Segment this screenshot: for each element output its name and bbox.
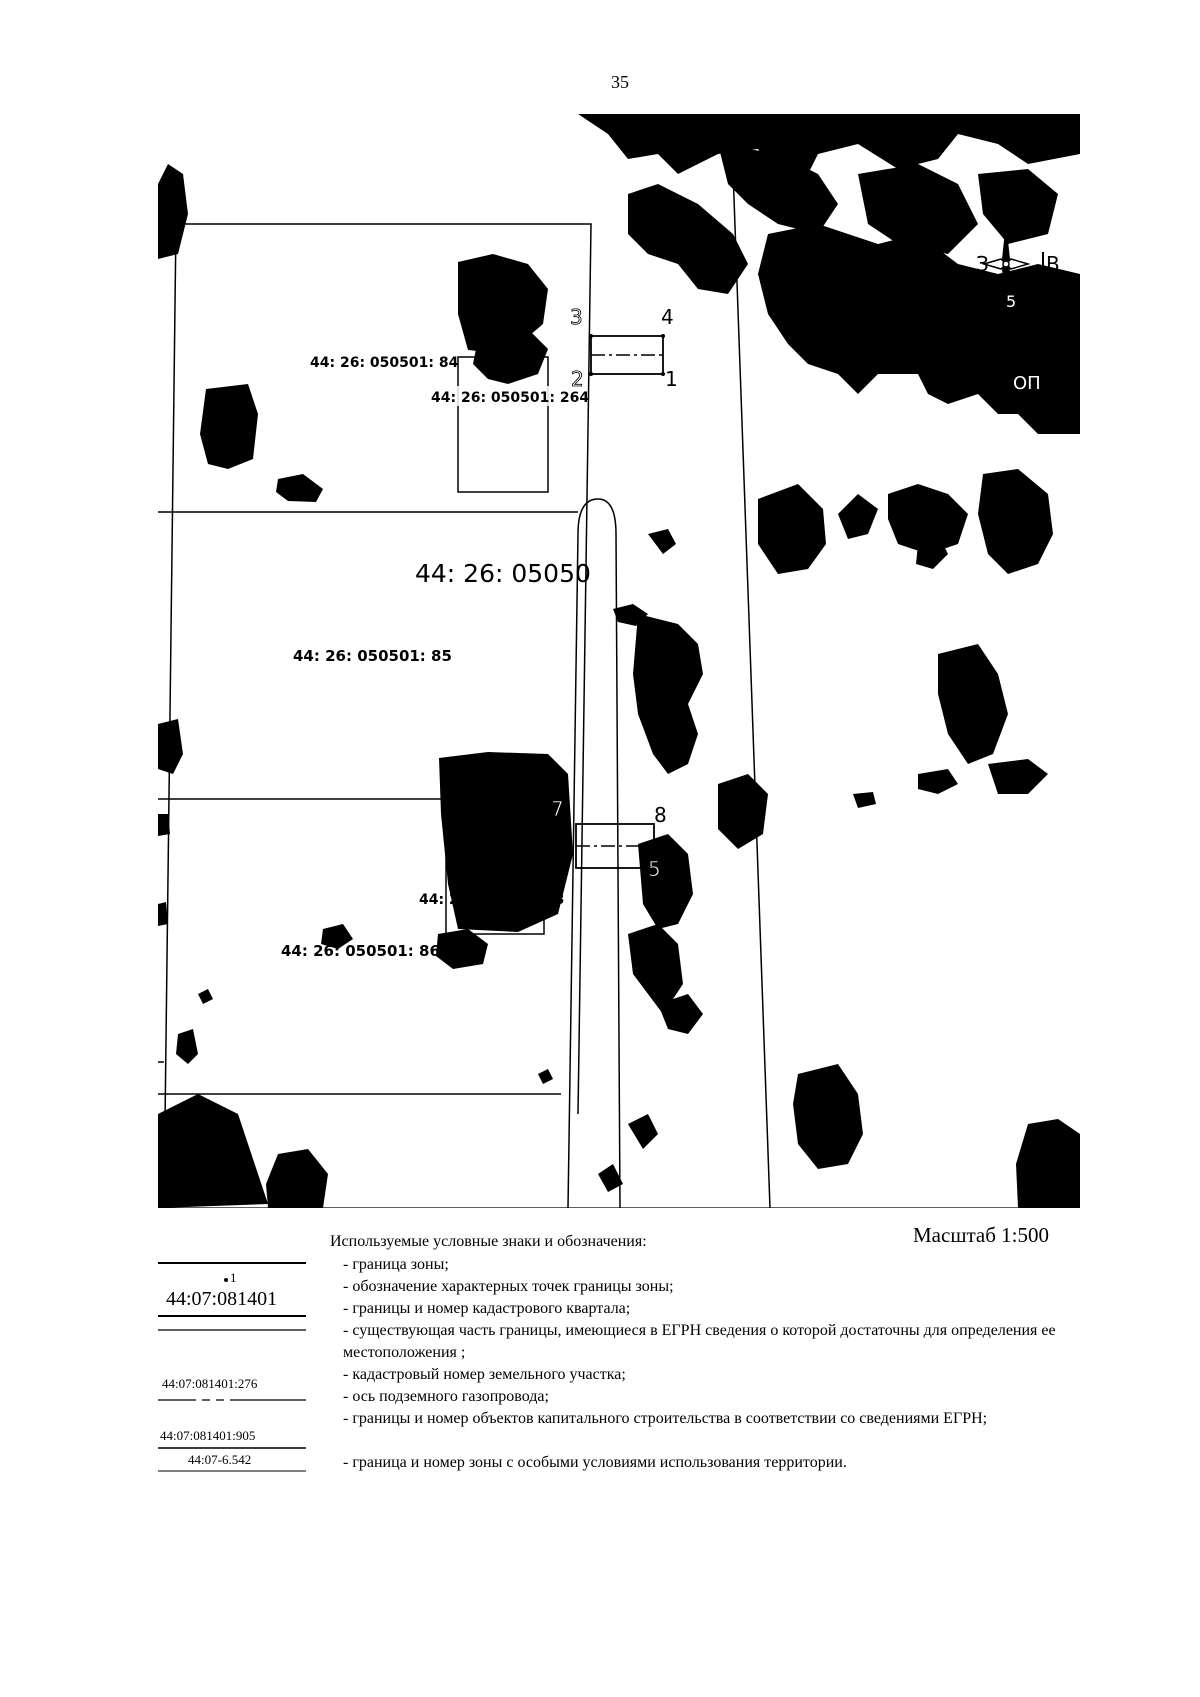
legend-item-parcel-number: - кадастровый номер земельного участка; bbox=[343, 1366, 626, 1383]
parcel-label-263-head: 44: 2 bbox=[419, 892, 459, 908]
legend-item-quarter: - границы и номер кадастрового квартала; bbox=[343, 1300, 631, 1317]
point-label-1: 1 bbox=[665, 367, 678, 391]
legend-symbols bbox=[158, 1262, 306, 1472]
legend-symbol-parcel: 44:07:081401:276 bbox=[162, 1376, 258, 1391]
point-label-7: 7 bbox=[551, 797, 564, 821]
parcel-label-84: 44: 26: 050501: 84 bbox=[310, 355, 459, 371]
scale-label: Масштаб 1:500 bbox=[913, 1223, 1050, 1247]
legend-item-special-zone: - граница и номер зоны с особыми условия… bbox=[343, 1454, 847, 1471]
map-fragment-op: ОП bbox=[1013, 373, 1041, 394]
point-label-8: 8 bbox=[654, 803, 667, 827]
parcel-label-264: 44: 26: 050501: 264 bbox=[431, 390, 589, 406]
gas-pipe-axis bbox=[576, 354, 663, 847]
legend-title: Используемые условные знаки и обозначени… bbox=[330, 1233, 647, 1250]
legend-item-zone-boundary: - граница зоны; bbox=[343, 1256, 449, 1273]
compass-rose bbox=[981, 222, 1031, 306]
cadastral-map: З В 44: 26: 050501: 84 44: 26: 050501: 2… bbox=[158, 114, 1080, 1208]
legend-item-existing-boundary: - существующая часть границы, имеющиеся … bbox=[343, 1322, 1056, 1361]
legend-item-buildings: - границы и номер объектов капитального … bbox=[343, 1410, 988, 1427]
point-label-4: 4 bbox=[661, 305, 674, 329]
buildings-layer bbox=[439, 254, 573, 932]
point-label-2: 2 bbox=[571, 367, 584, 391]
point-label-3: 3 bbox=[570, 305, 583, 329]
page-number: 35 bbox=[611, 72, 629, 92]
quarter-label: 44: 26: 05050 bbox=[415, 559, 591, 588]
parcel-label-85: 44: 26: 050501: 85 bbox=[293, 647, 452, 665]
compass-west-label: З bbox=[976, 252, 989, 276]
legend-symbol-building: 44:07:081401:905 bbox=[160, 1428, 256, 1443]
legend-item-points: - обозначение характерных точек границы … bbox=[343, 1278, 674, 1295]
map-svg: З В 44: 26: 050501: 84 44: 26: 050501: 2… bbox=[158, 114, 1080, 1208]
parcel-label-263-tail: 63 bbox=[545, 892, 564, 908]
map-fragment-5: 5 bbox=[1006, 292, 1016, 311]
parcel-label-86: 44: 26: 050501: 86 bbox=[281, 942, 440, 960]
legend-symbol-point-number: 1 bbox=[230, 1270, 237, 1285]
compass-east-label: В bbox=[1046, 252, 1060, 276]
legend-symbol-quarter: 44:07:081401 bbox=[166, 1288, 278, 1310]
legend-symbol-zone: 44:07-6.542 bbox=[188, 1452, 252, 1467]
point-label-6: 6 bbox=[554, 857, 567, 881]
boundary-points: 1 2 3 4 5 6 7 8 bbox=[551, 305, 678, 882]
legend: Масштаб 1:500 Используемые условные знак… bbox=[158, 1218, 1080, 1488]
point-label-5: 5 bbox=[648, 857, 661, 881]
zone-boundaries bbox=[575, 335, 664, 869]
parcel-boundaries bbox=[158, 114, 771, 1208]
legend-item-gas-pipe: - ось подземного газопровода; bbox=[343, 1388, 549, 1405]
